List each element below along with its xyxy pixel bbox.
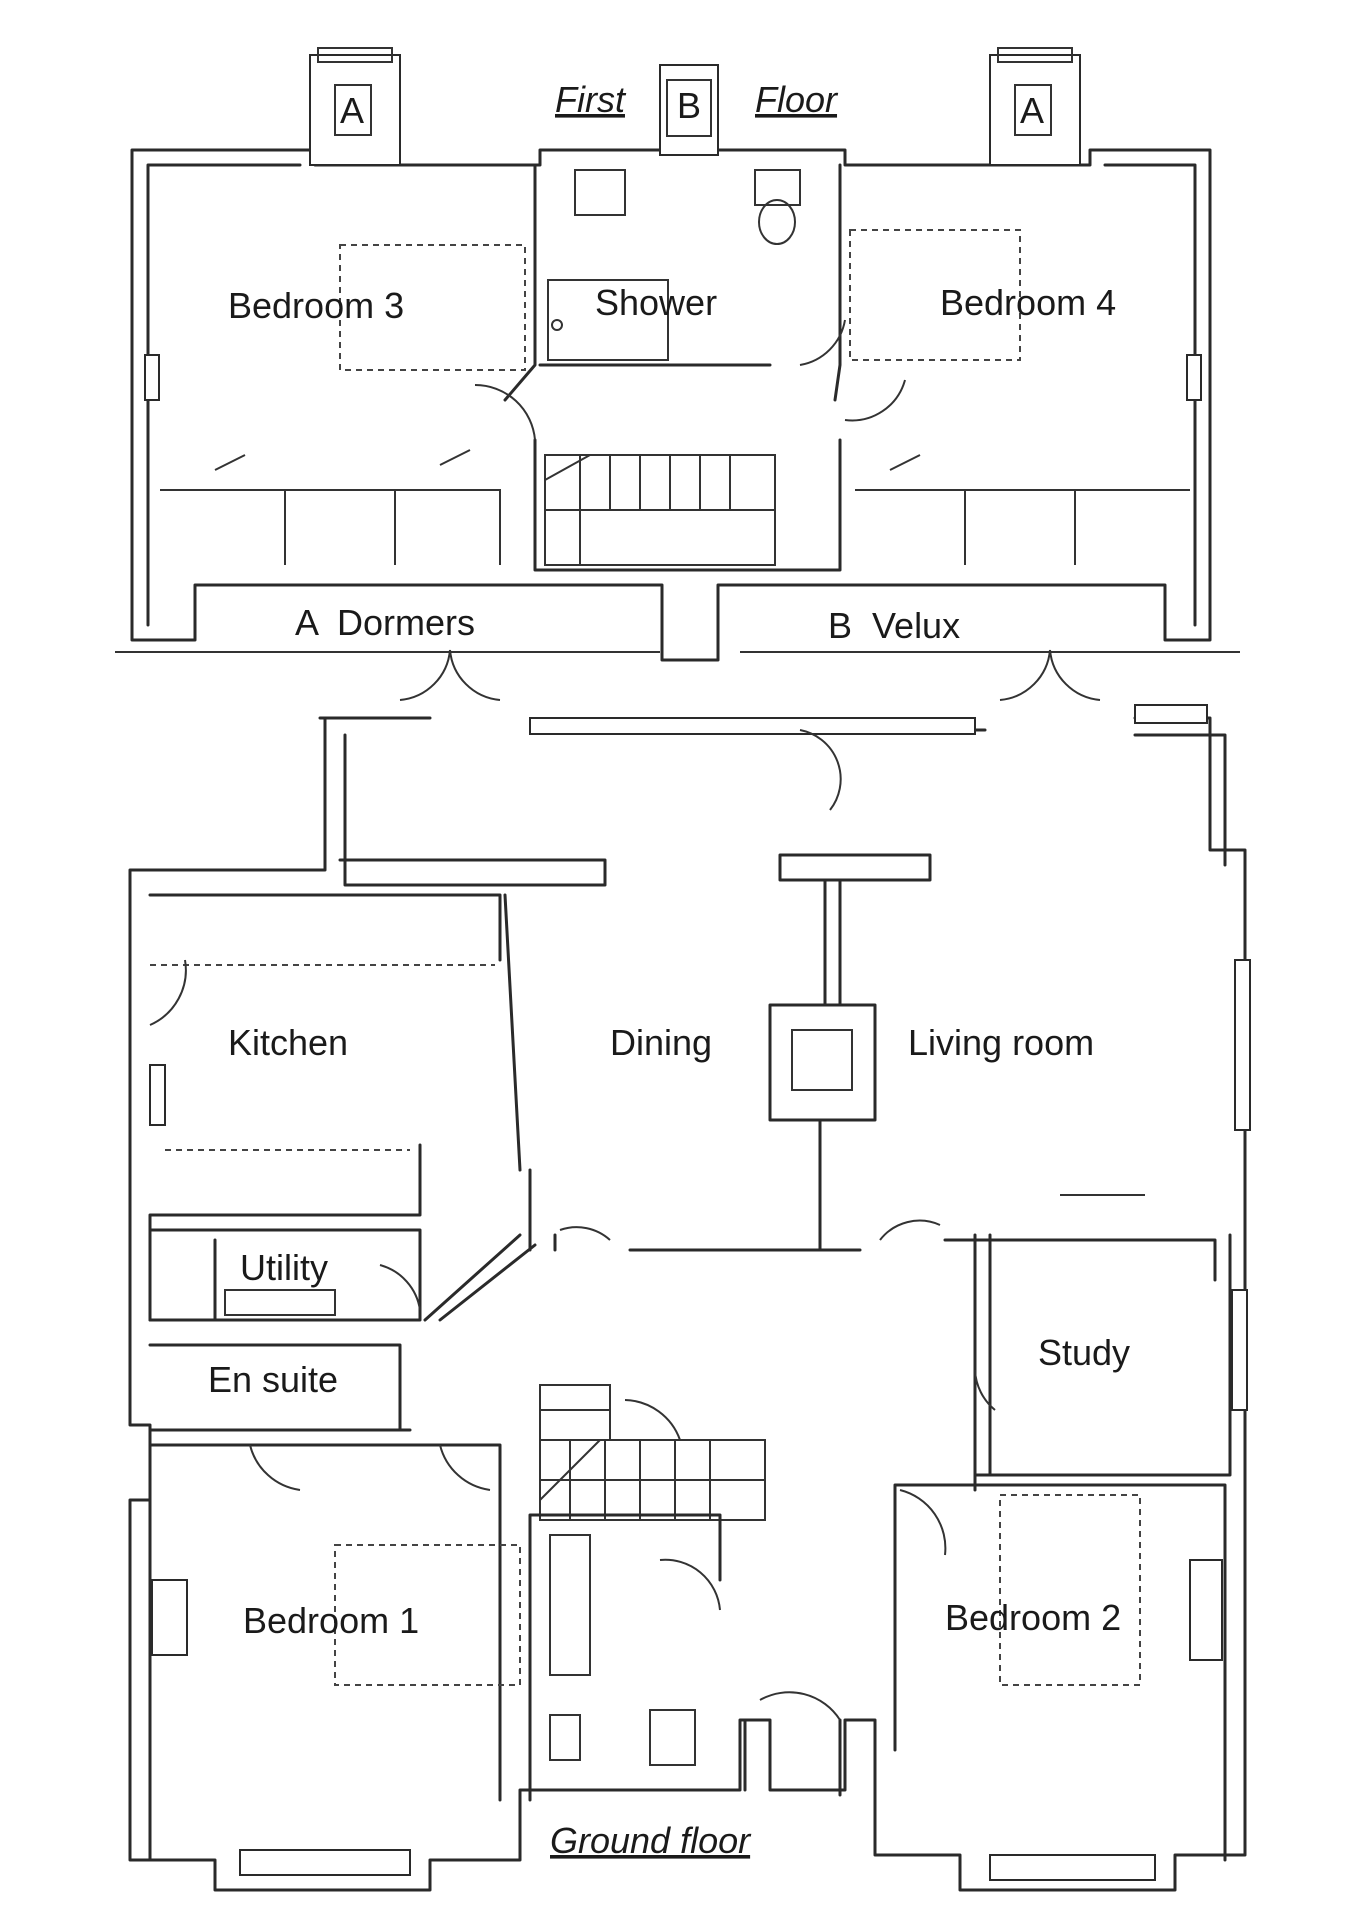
- room-label-kitchen: Kitchen: [228, 1022, 348, 1063]
- room-label-bedroom3: Bedroom 3: [228, 285, 404, 326]
- shower-walls: [503, 163, 842, 402]
- bay-window-left: [239, 1849, 411, 1876]
- study-walls: [973, 1233, 1232, 1492]
- dormer-a-left: [309, 47, 401, 166]
- room-label-shower: Shower: [595, 282, 717, 323]
- kitchen-walls: [148, 893, 522, 1322]
- bedroom1-bed: [334, 1544, 521, 1686]
- marker-a-right: A: [1020, 90, 1044, 131]
- room-label-living: Living room: [908, 1022, 1094, 1063]
- bay-window-right: [989, 1854, 1156, 1881]
- room-label-study: Study: [1038, 1332, 1130, 1373]
- bedroom3-bed: [339, 244, 526, 371]
- side-window-right: [1234, 959, 1251, 1131]
- fireplace: [768, 1003, 877, 1122]
- marker-a-left: A: [340, 90, 364, 131]
- room-label-bedroom2: Bedroom 2: [945, 1597, 1121, 1638]
- first-floor: [130, 47, 1212, 662]
- bedroom2-bed: [999, 1494, 1141, 1686]
- utility-walls: [148, 1228, 422, 1432]
- first-floor-title-part1: First: [555, 79, 627, 120]
- dormer-a-right: [989, 47, 1081, 166]
- velux-b: [659, 64, 719, 156]
- room-label-ensuite: En suite: [208, 1359, 338, 1400]
- room-label-dining: Dining: [610, 1022, 712, 1063]
- first-floor-title-part2: Floor: [755, 79, 839, 120]
- first-floor-outer-wall: [130, 148, 1212, 662]
- legend-dormers: A Dormers: [295, 602, 475, 643]
- ground-floor-title: Ground floor: [550, 1820, 752, 1861]
- room-label-bedroom4: Bedroom 4: [940, 282, 1116, 323]
- rear-window-right: [1134, 704, 1208, 724]
- legend-velux: B Velux: [828, 605, 960, 646]
- ground-floor: [128, 649, 1251, 1892]
- room-label-bedroom1: Bedroom 1: [243, 1600, 419, 1641]
- marker-b: B: [677, 85, 701, 126]
- rear-window-centre: [529, 717, 976, 735]
- room-label-utility: Utility: [240, 1247, 328, 1288]
- bedroom4-bed: [849, 229, 1021, 361]
